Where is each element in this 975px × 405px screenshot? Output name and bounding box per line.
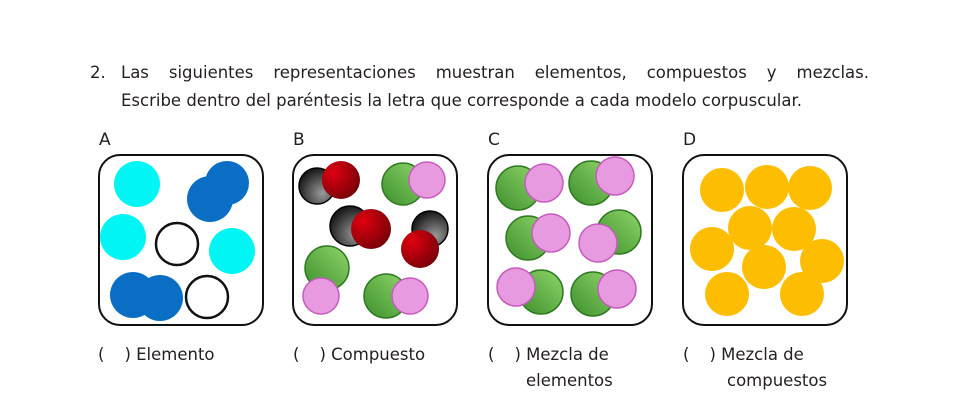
answer-blank-open[interactable]: ( (488, 345, 495, 364)
model-box-b (292, 154, 458, 326)
answer-blank-close: ) (709, 345, 716, 364)
option-compuesto: () Compuesto (293, 342, 425, 368)
option-label: Elemento (136, 345, 215, 364)
option-label: Mezcla de (526, 345, 609, 364)
answer-blank-open[interactable]: ( (683, 345, 690, 364)
model-letter-a: A (99, 130, 111, 150)
answer-blank-close: ) (514, 345, 521, 364)
question-text-line2: Escribe dentro del paréntesis la letra q… (121, 91, 802, 110)
model-letter-d: D (683, 130, 697, 150)
option-label-line2: elementos (526, 371, 613, 390)
particle-diagram-a (100, 161, 255, 321)
answer-blank-close: ) (319, 345, 326, 364)
model-box-c (487, 154, 653, 326)
answer-blank-open[interactable]: ( (98, 345, 105, 364)
option-label: Mezcla de (721, 345, 804, 364)
question-number: 2. (90, 63, 106, 82)
model-box-d (682, 154, 848, 326)
option-label: Compuesto (331, 345, 426, 364)
model-letter-b: B (293, 130, 305, 150)
model-box-a (98, 154, 264, 326)
option-mezcla-compuestos: () Mezcla de compuestos (683, 342, 827, 394)
particle-diagram-c (495, 156, 642, 317)
option-mezcla-elementos: () Mezcla de elementos (488, 342, 613, 394)
particle-diagram-b (298, 161, 449, 319)
particle-diagram-d (690, 165, 844, 316)
question-text-line1: Las siguientes representaciones muestran… (121, 63, 869, 82)
option-elemento: () Elemento (98, 342, 215, 368)
answer-blank-open[interactable]: ( (293, 345, 300, 364)
answer-blank-close: ) (124, 345, 131, 364)
model-letter-c: C (488, 130, 500, 150)
option-label-line2: compuestos (727, 371, 828, 390)
